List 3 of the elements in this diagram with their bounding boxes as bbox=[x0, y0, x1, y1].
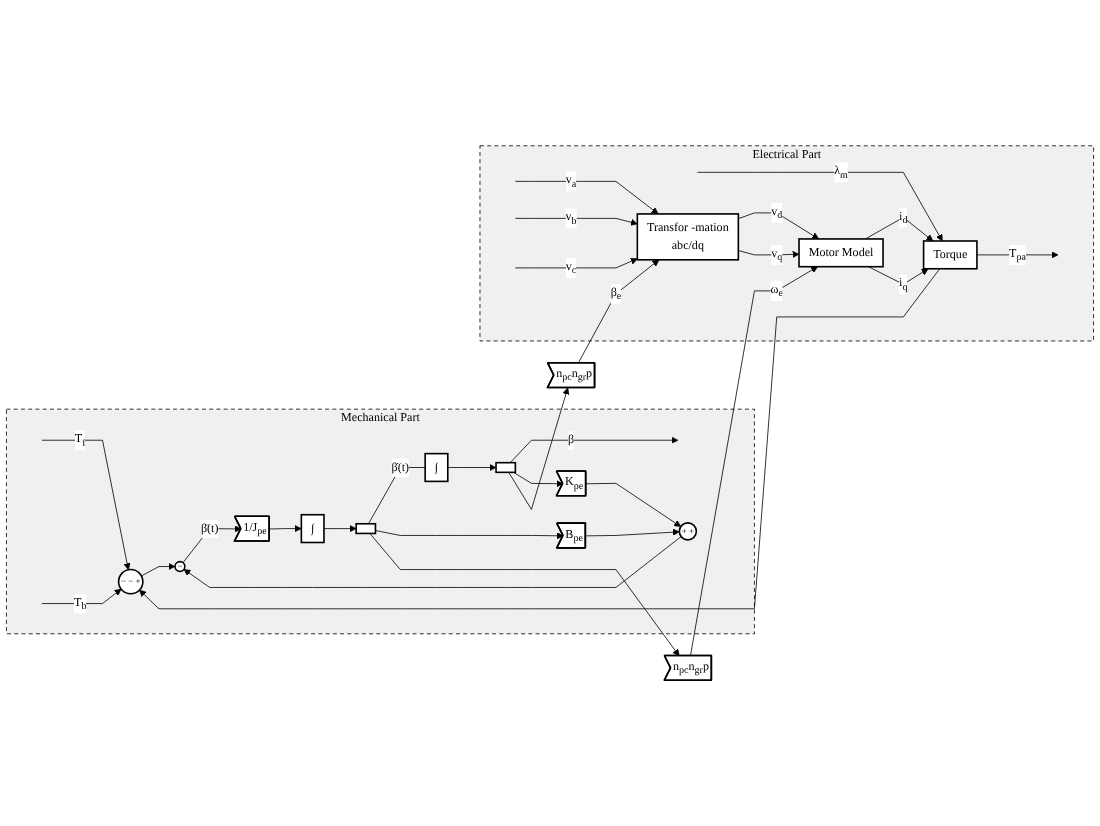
block bbox=[355, 522, 377, 535]
arrow bbox=[368, 467, 426, 525]
block bbox=[495, 461, 517, 474]
